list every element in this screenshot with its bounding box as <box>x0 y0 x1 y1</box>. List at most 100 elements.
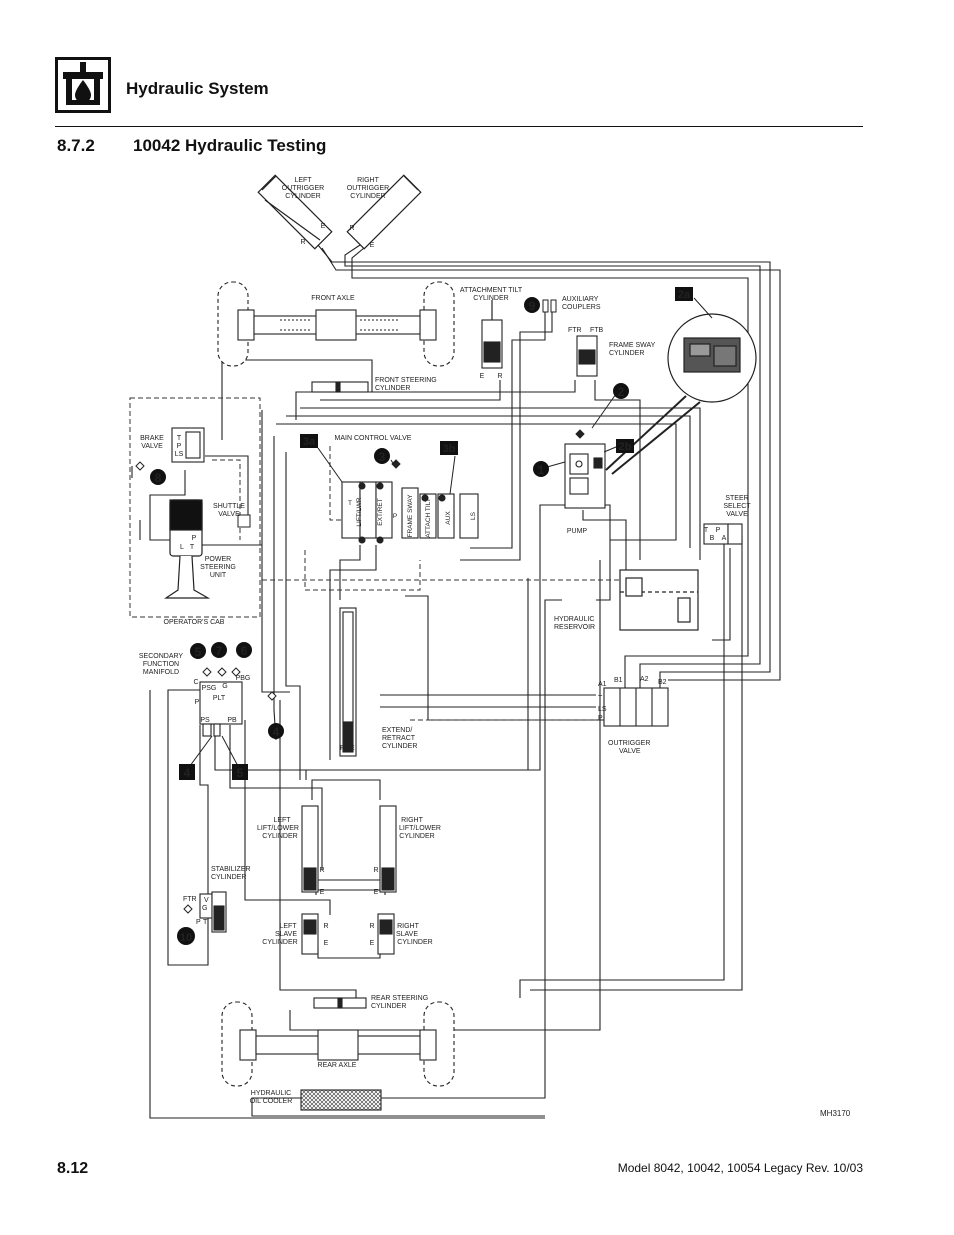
section-ls: LS <box>470 511 477 520</box>
port-p-ssv: P <box>716 527 721 534</box>
port-b2-ov: B2 <box>658 679 667 686</box>
brake-valve-label-2: VALVE <box>141 443 163 450</box>
callout-3: 3 <box>374 448 390 464</box>
rear-steering-label-1: REAR STEERING <box>371 995 428 1002</box>
pump-label: PUMP <box>567 528 588 535</box>
port-e-er: E <box>350 745 355 752</box>
port-r-rll: R <box>373 867 378 874</box>
right-outrigger-cylinder <box>346 174 422 250</box>
psu-label-1: POWER <box>205 556 231 563</box>
svg-text:6: 6 <box>241 644 248 658</box>
front-steering-label-2: CYLINDER <box>375 385 410 392</box>
port-e-at: E <box>480 373 485 380</box>
port-r-er: R <box>340 745 345 752</box>
reservoir-label-1: HYDRAULIC <box>554 616 594 623</box>
port-b-ssv: B <box>710 535 715 542</box>
front-steering-label-1: FRONT STEERING <box>375 377 437 384</box>
hydraulic-reservoir <box>619 569 699 631</box>
port-plt-sfm: PLT <box>213 695 226 702</box>
cooler-label-2: OIL COOLER <box>250 1098 293 1105</box>
svg-text:7: 7 <box>216 644 223 658</box>
left-outrigger-label-1: LEFT <box>294 177 312 184</box>
port-g-stab: G <box>202 905 207 912</box>
shuttle-valve-label-1: SHUTTLE <box>213 503 245 510</box>
section-aux: AUX <box>445 511 452 525</box>
port-v-stab: V <box>204 897 209 904</box>
svg-text:8: 8 <box>155 471 162 485</box>
callout-4-round: 4 <box>268 723 284 739</box>
left-ll-label-1: LEFT <box>273 817 291 824</box>
port-r-ro: R <box>349 225 354 232</box>
port-t-bv: T <box>177 435 182 442</box>
hydraulic-pump <box>564 443 606 509</box>
right-slave-label-2: SLAVE <box>396 931 418 938</box>
frame-sway-cylinder <box>576 335 598 377</box>
callout-leaders <box>186 297 713 771</box>
port-ls-bv: LS <box>175 451 184 458</box>
attachment-tilt-label-2: CYLINDER <box>473 295 508 302</box>
aux-couplers-label-2: COUPLERS <box>562 304 601 311</box>
port-ps-sfm: PS <box>200 717 210 724</box>
callout-8: 8 <box>150 469 166 485</box>
steer-select-label-3: VALVE <box>726 511 748 518</box>
main-control-valve-label: MAIN CONTROL VALVE <box>335 435 412 442</box>
port-t-ov: T <box>598 695 603 702</box>
port-ls-ov: LS <box>598 706 607 713</box>
psu-label-3: UNIT <box>210 572 227 579</box>
callout-7: 7 <box>211 642 227 658</box>
callout-2b: 2b <box>616 439 634 453</box>
callout-5-square: 5 <box>232 764 248 780</box>
rear-steering-cylinder <box>313 997 367 1009</box>
power-steering-unit <box>164 499 211 599</box>
section-attach-tilt: ATTACH TILT <box>425 498 432 538</box>
attachment-tilt-cylinder <box>481 300 503 369</box>
right-ll-label-3: CYLINDER <box>399 833 434 840</box>
port-a1-ov: A1 <box>598 681 607 688</box>
left-outrigger-label-2: OUTRIGGER <box>282 185 324 192</box>
dashed-lines <box>129 397 620 721</box>
port-l-psu: L <box>180 544 184 551</box>
left-outrigger-label-3: CYLINDER <box>285 193 320 200</box>
port-r-lll: R <box>319 867 324 874</box>
subsection-title: 10042 Hydraulic Testing <box>133 136 327 155</box>
hydraulic-drop-icon <box>55 57 111 113</box>
port-t-ssv: T <box>704 527 709 534</box>
left-slave-cylinder <box>301 913 319 955</box>
sfm-label-3: MANIFOLD <box>143 669 179 676</box>
steer-select-label-2: SELECT <box>723 503 751 510</box>
stabilizer-label-1: STABILIZER <box>211 866 251 873</box>
port-e-ls: E <box>324 940 329 947</box>
aux-couplers-label-1: AUXILIARY <box>562 296 599 303</box>
port-r-ls: R <box>323 923 328 930</box>
port-c-sfm: C <box>193 679 198 686</box>
rear-axle <box>221 1001 455 1087</box>
callout-3b: 3b <box>440 441 458 455</box>
svg-text:5: 5 <box>237 766 244 780</box>
right-ll-label-1: RIGHT <box>401 817 424 824</box>
header-rule <box>55 126 863 127</box>
callout-10: 10 <box>177 927 195 945</box>
port-p-psu: P <box>192 535 197 542</box>
callout-2a: 2a <box>675 287 693 301</box>
right-outrigger-label-2: OUTRIGGER <box>347 185 389 192</box>
hydraulic-oil-cooler <box>300 1089 382 1111</box>
right-ll-label-2: LIFT/LOWER <box>399 825 441 832</box>
outrigger-valve-label-1: OUTRIGGER <box>608 740 650 747</box>
ftb-label: FTB <box>590 327 604 334</box>
secondary-function-manifold <box>199 681 243 737</box>
left-slave-label-1: LEFT <box>279 923 297 930</box>
port-e-lll: E <box>320 889 325 896</box>
extend-retract-cylinder <box>339 607 357 757</box>
ftr-label: FTR <box>568 327 582 334</box>
svg-text:2b: 2b <box>619 441 632 453</box>
port-p-mcv: P <box>393 513 397 520</box>
callout-4-square: 4 <box>179 764 195 780</box>
brake-valve-label-1: BRAKE <box>140 435 164 442</box>
page-number: 8.12 <box>57 1160 89 1177</box>
port-e-rs: E <box>370 940 375 947</box>
svg-text:3a: 3a <box>303 436 316 448</box>
rear-axle-label: REAR AXLE <box>318 1062 357 1069</box>
right-slave-cylinder <box>377 913 395 955</box>
operators-cab-label: OPERATOR'S CAB <box>164 619 225 626</box>
port-psg-sfm: PSG <box>202 685 217 692</box>
